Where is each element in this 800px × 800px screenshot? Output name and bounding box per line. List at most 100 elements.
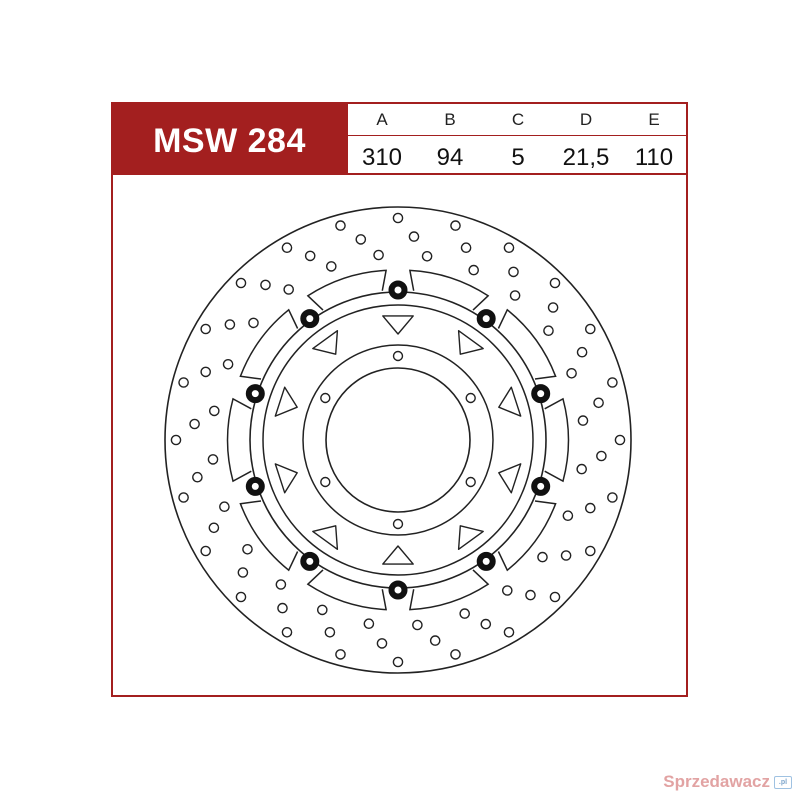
drill-hole <box>508 266 519 278</box>
hub-bolt-hole <box>465 476 476 488</box>
drill-hole <box>363 618 375 630</box>
carrier-window <box>457 330 484 355</box>
drill-hole <box>596 450 607 462</box>
drill-hole <box>170 434 182 446</box>
spec-letter: A <box>376 110 388 129</box>
drill-hole <box>376 638 388 649</box>
drill-hole <box>248 317 259 329</box>
ring-lobe <box>306 269 388 311</box>
carrier-window <box>312 525 339 550</box>
drill-hole <box>503 242 515 253</box>
floating-bobbins <box>245 280 551 600</box>
drill-hole <box>566 367 577 379</box>
spec-table-divider <box>348 135 688 136</box>
drill-hole <box>607 377 618 388</box>
carrier-window <box>382 545 414 565</box>
drill-hole <box>450 220 461 231</box>
hub-bolt-hole <box>320 392 331 404</box>
drill-hole <box>501 585 513 596</box>
carrier-windows <box>274 315 522 565</box>
drill-hole <box>373 249 384 261</box>
bobbin-center <box>305 314 315 324</box>
drill-hole <box>408 231 420 242</box>
drill-hole <box>200 366 211 378</box>
drill-hole <box>325 261 337 272</box>
spec-column-b: B 94 <box>416 102 484 175</box>
drill-hole <box>235 591 247 603</box>
carrier-inner-ring <box>302 344 494 536</box>
drill-hole <box>460 242 472 253</box>
drill-hole <box>593 397 604 409</box>
ring-lobe <box>239 308 299 380</box>
spec-value: 310 <box>361 144 403 171</box>
drill-hole <box>335 220 346 231</box>
ring-lobe <box>497 500 557 572</box>
drill-hole <box>235 277 247 289</box>
watermark: Sprzedawacz .pl <box>663 772 792 792</box>
bobbin-center <box>250 481 260 491</box>
carrier-window <box>382 315 414 335</box>
drill-hole <box>335 649 346 660</box>
drill-hole <box>562 510 574 522</box>
drill-hole <box>178 377 189 388</box>
carrier-window <box>498 386 522 417</box>
bobbin-center <box>481 556 491 566</box>
diagram-frame <box>111 102 688 697</box>
drill-hole <box>509 290 521 301</box>
drill-hole <box>577 415 589 426</box>
drill-hole <box>392 212 404 224</box>
spec-value: 21,5 <box>562 144 610 171</box>
drill-hole <box>304 250 316 262</box>
spec-value: 94 <box>436 144 464 171</box>
hub-bolt-hole <box>320 476 331 488</box>
carrier-window <box>498 463 522 494</box>
drill-hole <box>281 242 293 253</box>
drill-hole <box>585 502 596 514</box>
ring-lobe <box>408 269 490 311</box>
drill-hole <box>468 264 480 276</box>
drill-hole <box>549 591 561 603</box>
drill-hole <box>316 604 328 616</box>
carrier-window <box>312 330 339 355</box>
spec-column-a: A 310 <box>348 102 416 175</box>
drill-hole <box>277 602 288 614</box>
model-banner: MSW 284 <box>111 102 348 175</box>
watermark-badge-icon: .pl <box>774 775 792 789</box>
drill-hole <box>429 635 441 646</box>
spec-value: 5 <box>511 144 525 171</box>
spec-letter: C <box>511 110 525 129</box>
hub-bolt-holes <box>320 350 476 530</box>
drill-hole <box>614 434 626 446</box>
ring-lobes <box>226 269 570 611</box>
spec-value: 110 <box>634 144 674 171</box>
drill-hole <box>585 323 596 335</box>
carrier-outer-edge <box>262 304 534 576</box>
bobbin-center <box>536 481 546 491</box>
drill-hole <box>178 492 189 503</box>
ring-lobe <box>544 397 570 483</box>
drill-hole <box>208 522 220 534</box>
drill-hole <box>480 618 492 630</box>
bobbin-center <box>393 285 403 295</box>
hub-bolt-hole <box>392 350 404 362</box>
drill-hole <box>525 589 536 601</box>
drill-hole <box>607 492 618 503</box>
ring-lobe <box>226 397 252 483</box>
bobbin-center <box>250 389 260 399</box>
drill-hole <box>208 405 220 417</box>
carrier-window <box>457 525 484 550</box>
spec-column-d: D 21,5 <box>552 102 620 175</box>
carrier-window <box>274 463 298 494</box>
ring-lobe <box>408 569 490 611</box>
drill-hole <box>260 279 271 291</box>
drill-hole <box>355 234 367 245</box>
drill-hole <box>503 627 515 638</box>
drill-hole <box>547 302 559 313</box>
disc-outer-edge <box>164 206 632 674</box>
drill-hole <box>189 418 200 430</box>
spec-letter: B <box>444 110 456 129</box>
drill-hole <box>585 545 596 557</box>
cross-drill-holes <box>170 212 626 668</box>
bobbin-center <box>536 389 546 399</box>
hub-bolt-hole <box>465 392 476 404</box>
